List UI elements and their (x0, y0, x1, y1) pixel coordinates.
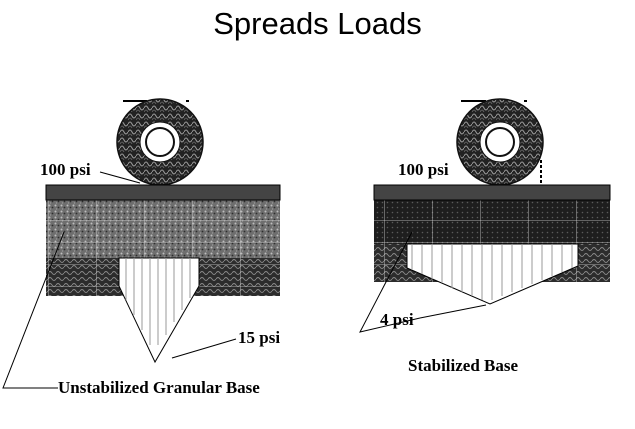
leader-line-caption (2, 231, 65, 389)
right-pressure-top-label: 100 psi (398, 160, 449, 179)
left-caption: Unstabilized Granular Base (58, 378, 260, 397)
left-panel (2, 98, 281, 389)
right-caption: Stabilized Base (408, 356, 519, 375)
leader-line-4psi (359, 231, 421, 333)
left-pressure-top-label: 100 psi (40, 160, 91, 179)
leader-line-100psi (99, 171, 141, 184)
surface-layer (373, 184, 611, 201)
granular-base-grid (46, 200, 280, 258)
slide-title: Spreads Loads (213, 6, 422, 41)
stress-bulb (118, 257, 200, 364)
pressure-arrows (411, 244, 573, 300)
stabilized-base-grid (374, 200, 610, 244)
wheel-icon (116, 98, 204, 186)
wheel-icon (456, 98, 544, 186)
right-panel (359, 98, 611, 333)
left-pressure-bottom-label: 15 psi (238, 328, 281, 347)
right-pressure-bottom-label: 4 psi (380, 310, 414, 329)
pressure-arrows (125, 258, 191, 345)
leader-line-4psi-to-bulb (419, 304, 487, 319)
surface-layer (45, 184, 281, 201)
leader-line-15psi (171, 338, 237, 359)
